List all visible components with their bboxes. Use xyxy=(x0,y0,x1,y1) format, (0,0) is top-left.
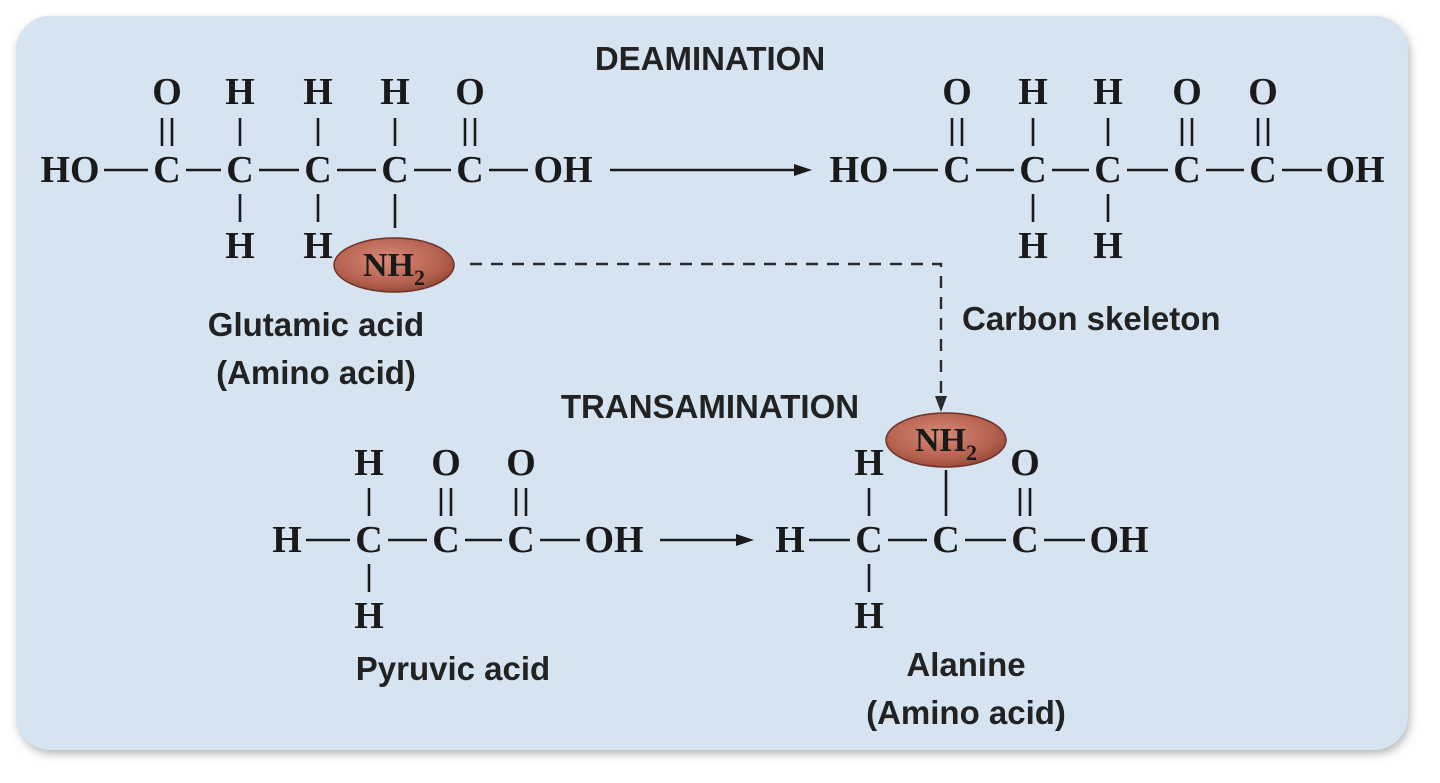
amine-group-glutamic: NH2 xyxy=(333,237,455,293)
deamination-title: DEAMINATION xyxy=(595,40,825,77)
atom-h: H xyxy=(303,225,333,267)
atom-c: C xyxy=(304,149,331,191)
subscript-2: 2 xyxy=(414,265,425,290)
atom-nh: NH xyxy=(363,247,414,284)
deamination-arrow xyxy=(610,164,812,176)
pyruvic-acid-label: Pyruvic acid xyxy=(356,650,550,687)
atom-o: O xyxy=(1172,71,1202,113)
subscript-2: 2 xyxy=(966,440,977,465)
carbon-skeleton-label: Carbon skeleton xyxy=(962,300,1221,337)
atom-c: C xyxy=(943,149,970,191)
atom-c: C xyxy=(432,519,459,561)
diagram-panel xyxy=(16,16,1408,750)
atom-o: O xyxy=(431,442,461,484)
atom-h: H xyxy=(854,442,884,484)
amine-group-alanine: NH2 xyxy=(885,412,1007,468)
alanine-structure: H O H C C C OH H xyxy=(775,442,1148,637)
atom-c: C xyxy=(1249,149,1276,191)
glutamic-acid-structure: O H H H O HO C C C C C OH H H xyxy=(40,71,592,267)
atom-oh: OH xyxy=(1325,149,1384,191)
svg-text:NH2: NH2 xyxy=(363,247,425,290)
atom-o: O xyxy=(942,71,972,113)
atom-h: H xyxy=(854,595,884,637)
alanine-class-label: (Amino acid) xyxy=(866,694,1066,731)
transamination-title: TRANSAMINATION xyxy=(561,388,859,425)
atom-h: H xyxy=(1018,71,1048,113)
atom-h: H xyxy=(272,519,302,561)
glutamic-acid-class-label: (Amino acid) xyxy=(216,354,416,391)
atom-h: H xyxy=(303,71,333,113)
atom-ho: HO xyxy=(40,149,99,191)
amine-oval xyxy=(333,237,455,293)
atom-h: H xyxy=(354,442,384,484)
atom-h: H xyxy=(354,595,384,637)
atom-h: H xyxy=(225,225,255,267)
atom-c: C xyxy=(932,519,959,561)
atom-c: C xyxy=(1019,149,1046,191)
atom-oh: OH xyxy=(1089,519,1148,561)
atom-c: C xyxy=(1173,149,1200,191)
atom-h: H xyxy=(1018,225,1048,267)
atom-c: C xyxy=(381,149,408,191)
atom-c: C xyxy=(855,519,882,561)
atom-c: C xyxy=(1011,519,1038,561)
atom-o: O xyxy=(455,71,485,113)
atom-c: C xyxy=(355,519,382,561)
atom-c: C xyxy=(456,149,483,191)
atom-nh: NH xyxy=(915,422,966,459)
atom-ho: HO xyxy=(829,149,888,191)
carbon-skeleton-structure: O H H O O HO C C C C C OH H H xyxy=(829,71,1384,267)
atom-o: O xyxy=(152,71,182,113)
atom-c: C xyxy=(226,149,253,191)
atom-o: O xyxy=(1010,442,1040,484)
atom-h: H xyxy=(775,519,805,561)
atom-h: H xyxy=(225,71,255,113)
amine-transfer-arrow xyxy=(470,262,947,412)
atom-c: C xyxy=(153,149,180,191)
pyruvic-acid-structure: H O O H C C C OH H xyxy=(272,442,643,637)
atom-o: O xyxy=(1248,71,1278,113)
atom-oh: OH xyxy=(584,519,643,561)
transamination-arrow xyxy=(660,534,754,546)
atom-h: H xyxy=(380,71,410,113)
atom-c: C xyxy=(507,519,534,561)
alanine-label: Alanine xyxy=(906,646,1025,683)
atom-oh: OH xyxy=(533,149,592,191)
atom-h: H xyxy=(1093,225,1123,267)
glutamic-acid-label: Glutamic acid xyxy=(208,306,424,343)
amine-oval xyxy=(885,412,1007,468)
atom-c: C xyxy=(1094,149,1121,191)
atom-o: O xyxy=(506,442,536,484)
svg-text:NH2: NH2 xyxy=(915,422,977,465)
atom-h: H xyxy=(1093,71,1123,113)
